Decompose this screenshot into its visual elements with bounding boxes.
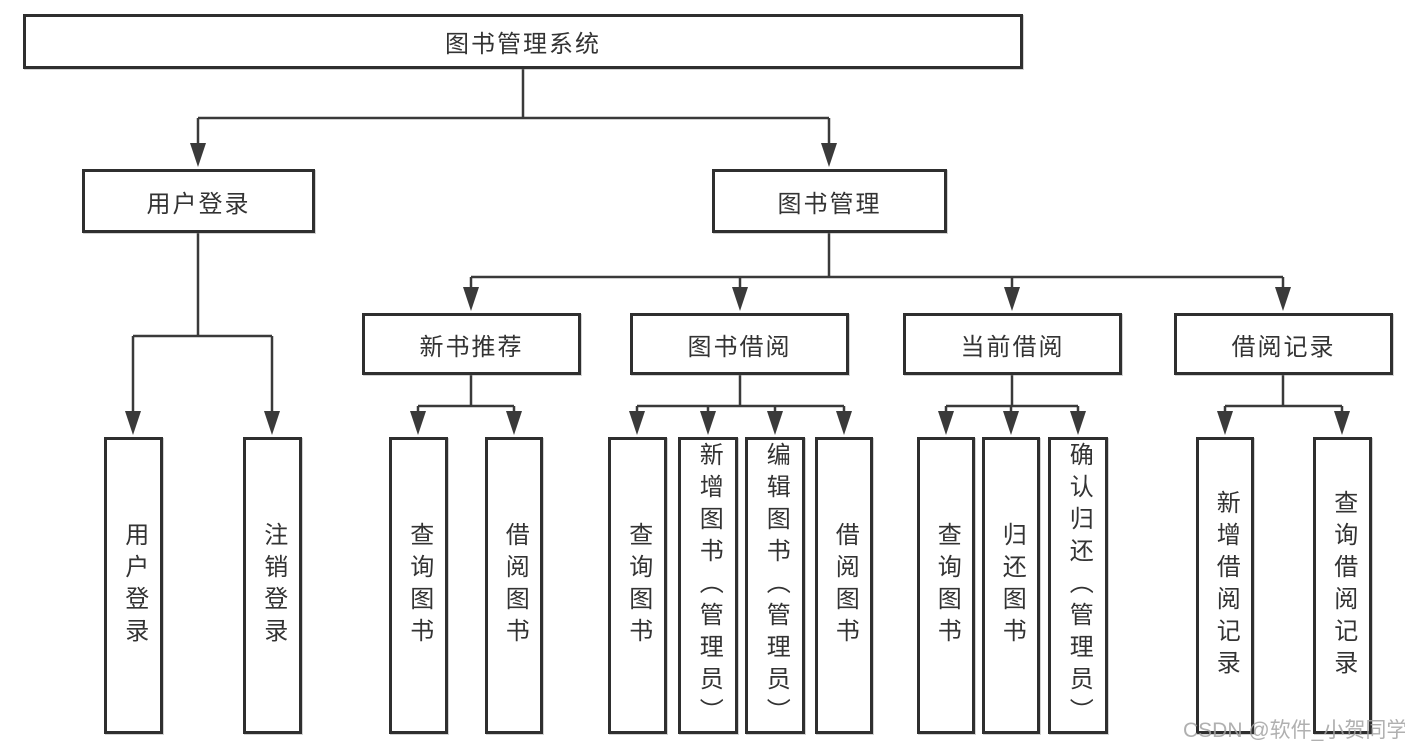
csdn-watermark: CSDN @软件_小贺同学 <box>1183 719 1405 742</box>
node-library-management-system: 图书管理系统 <box>23 14 1023 69</box>
node-book-borrow: 图书借阅 <box>630 313 849 375</box>
leaf-query-books-borrow: 查询图书 <box>608 437 667 734</box>
leaf-add-borrow-record: 新增借阅记录 <box>1196 437 1254 734</box>
leaf-return-books: 归还图书 <box>982 437 1040 734</box>
leaf-confirm-return-admin: 确认归还（管理员） <box>1048 437 1108 734</box>
node-borrow-records: 借阅记录 <box>1174 313 1393 375</box>
leaf-borrow-books: 借阅图书 <box>815 437 873 734</box>
node-user-login: 用户登录 <box>82 169 315 233</box>
node-book-management: 图书管理 <box>712 169 947 233</box>
leaf-edit-books-admin: 编辑图书（管理员） <box>745 437 805 734</box>
leaf-query-books-current: 查询图书 <box>917 437 975 734</box>
leaf-logout: 注销登录 <box>243 437 302 734</box>
leaf-borrow-books-recommend: 借阅图书 <box>485 437 543 734</box>
node-current-borrow: 当前借阅 <box>903 313 1122 375</box>
node-new-book-recommend: 新书推荐 <box>362 313 581 375</box>
leaf-user-login: 用户登录 <box>104 437 163 734</box>
leaf-add-books-admin: 新增图书（管理员） <box>678 437 738 734</box>
leaf-query-borrow-record: 查询借阅记录 <box>1313 437 1372 734</box>
leaf-query-books-recommend: 查询图书 <box>389 437 448 734</box>
